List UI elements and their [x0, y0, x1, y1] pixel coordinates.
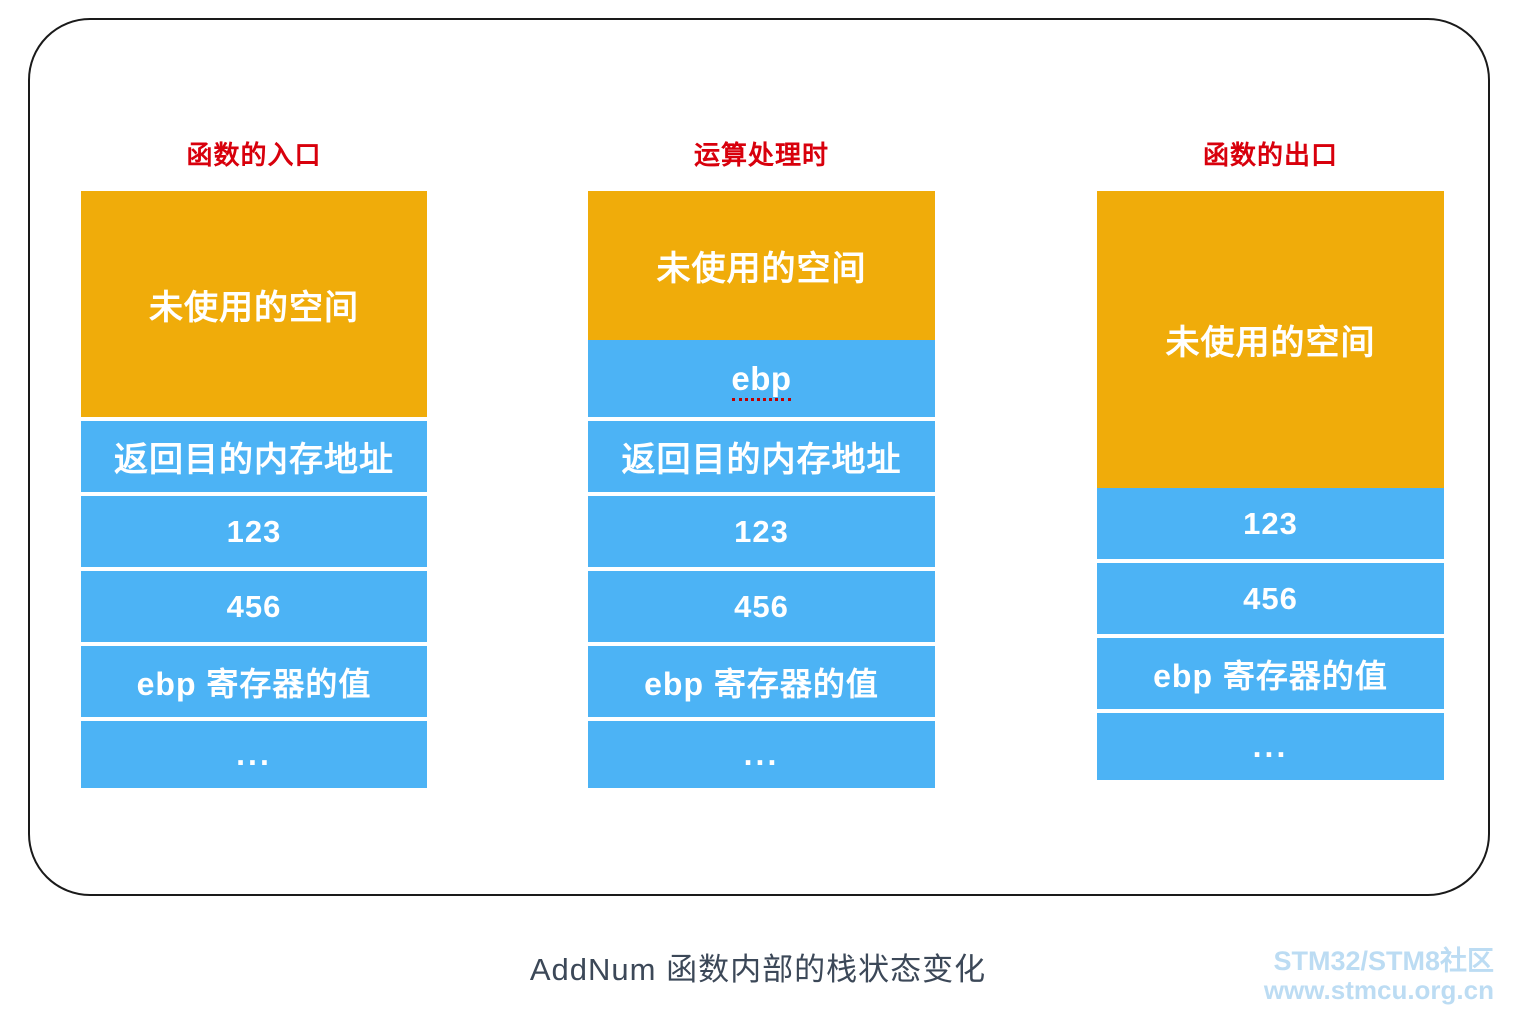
stack-cell-label: ebp 寄存器的值 — [136, 665, 372, 702]
stack-cell-label: 123 — [226, 513, 282, 549]
ebp-label-wrapper: ebp — [731, 359, 792, 401]
stack-cell-arg-456: 456 — [81, 571, 427, 642]
stack-cell-label: 未使用的空间 — [656, 250, 867, 288]
stack-cell-label: 返回目的内存地址 — [114, 441, 394, 479]
stack-cell-arg-123: 123 — [81, 496, 427, 567]
watermark-brand: STM32/STM8社区 — [1273, 946, 1494, 976]
figure-caption: AddNum 函数内部的栈状态变化 — [529, 952, 987, 987]
spellcheck-underline-icon — [732, 397, 791, 401]
stack-cell-unused-space: 未使用的空间 — [1097, 191, 1444, 488]
stack-cell-label: 123 — [734, 513, 789, 549]
watermark-url: www.stmcu.org.cn — [1263, 975, 1494, 1006]
stack-cell-label: 未使用的空间 — [149, 288, 359, 327]
stack-processing: 未使用的空间 ebp 返回目的内存地址 123 456 — [588, 191, 935, 788]
stack-cell-label: 未使用的空间 — [1165, 324, 1376, 362]
stack-exit: 未使用的空间 123 456 ebp 寄存器的值 ... — [1097, 191, 1444, 780]
stack-cell-label: 返回目的内存地址 — [621, 441, 902, 479]
column-title-entry: 函数的入口 — [186, 140, 322, 170]
stack-cell-label: ... — [743, 736, 780, 772]
column-title-exit: 函数的出口 — [1202, 140, 1338, 170]
stack-column-exit: 函数的出口 未使用的空间 123 456 ebp 寄存器的值 ... — [1097, 124, 1444, 780]
stack-cell-label: ebp 寄存器的值 — [644, 665, 879, 702]
stack-cell-label: 456 — [1243, 580, 1298, 616]
stack-cell-more: ... — [588, 721, 935, 788]
stack-columns-container: 函数的入口 未使用的空间 返回目的内存地址 123 456 ebp 寄存器的值 — [81, 124, 1444, 788]
stack-cell-arg-456: 456 — [588, 571, 935, 642]
stack-cell-unused-space: 未使用的空间 — [588, 191, 935, 340]
stack-cell-arg-456: 456 — [1097, 563, 1444, 634]
stack-cell-label: ... — [1252, 728, 1289, 764]
stack-cell-more: ... — [1097, 713, 1444, 780]
stack-cell-label: 456 — [226, 588, 282, 624]
stack-cell-label: 123 — [1243, 505, 1298, 541]
stack-cell-unused-space: 未使用的空间 — [81, 191, 427, 417]
site-watermark: STM32/STM8社区 www.stmcu.org.cn — [1264, 946, 1494, 1005]
stack-cell-arg-123: 123 — [588, 496, 935, 567]
stack-cell-label: ebp — [731, 359, 792, 397]
stack-cell-label: ... — [236, 736, 272, 772]
stack-cell-saved-ebp-value: ebp 寄存器的值 — [588, 646, 935, 717]
stack-cell-saved-ebp-value: ebp 寄存器的值 — [81, 646, 427, 717]
stack-cell-return-address: 返回目的内存地址 — [81, 421, 427, 492]
stack-cell-label: ebp 寄存器的值 — [1153, 657, 1388, 694]
stack-cell-label: 456 — [734, 588, 789, 624]
stack-column-entry: 函数的入口 未使用的空间 返回目的内存地址 123 456 ebp 寄存器的值 — [81, 124, 427, 788]
stack-cell-arg-123: 123 — [1097, 488, 1444, 559]
stack-cell-ebp-pointer: ebp — [588, 340, 935, 417]
stack-cell-more: ... — [81, 721, 427, 788]
stack-cell-return-address: 返回目的内存地址 — [588, 421, 935, 492]
stack-entry: 未使用的空间 返回目的内存地址 123 456 ebp 寄存器的值 ... — [81, 191, 427, 788]
stack-column-processing: 运算处理时 未使用的空间 ebp 返回目的内存地址 123 — [588, 124, 935, 788]
stack-cell-saved-ebp-value: ebp 寄存器的值 — [1097, 638, 1444, 709]
column-title-processing: 运算处理时 — [693, 140, 829, 170]
